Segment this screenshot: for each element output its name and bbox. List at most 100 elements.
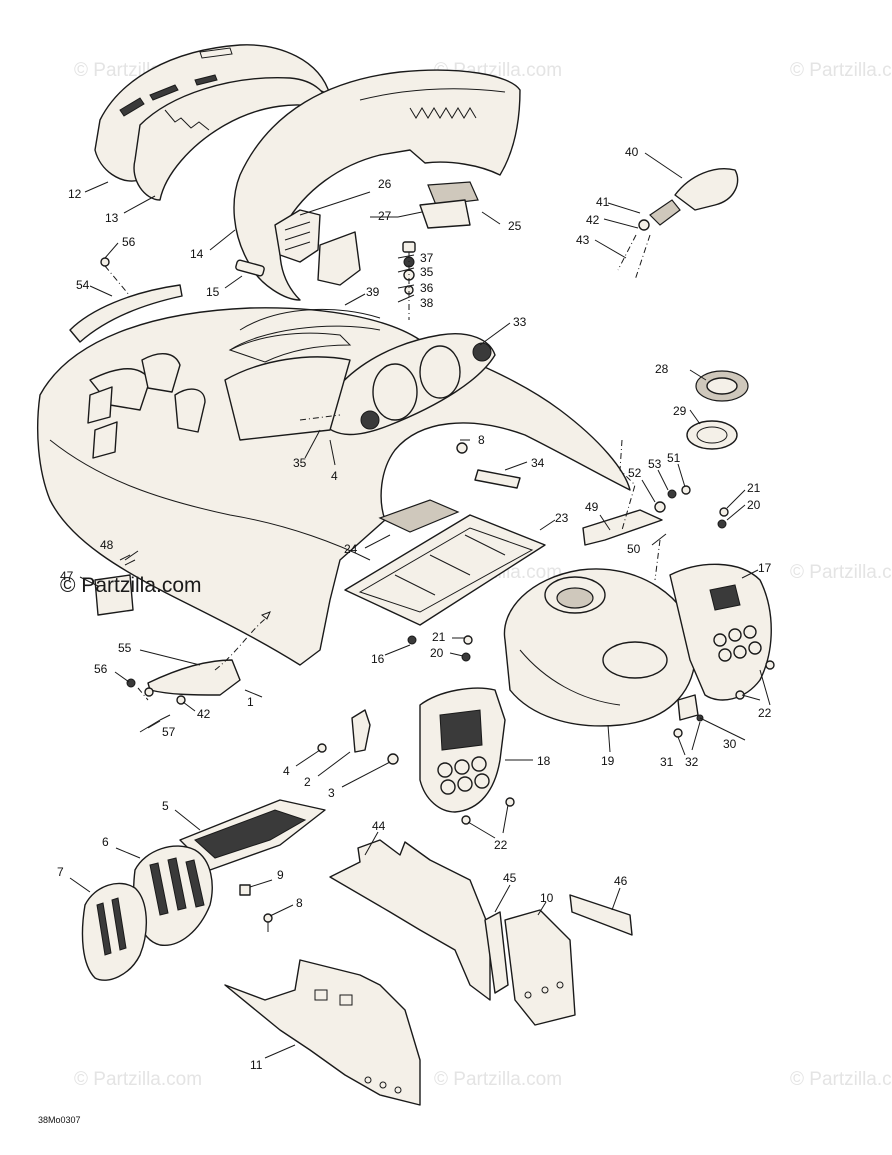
callout-48: 48 [100, 538, 114, 552]
part-25-mount [419, 181, 479, 229]
leader-lines [69, 152, 771, 1059]
callout-55: 55 [118, 641, 132, 655]
fasteners-8-9 [239, 884, 273, 932]
callout-53: 53 [648, 457, 662, 471]
assembly-lines [214, 414, 661, 671]
watermark: © Partzilla.com [790, 1069, 892, 1090]
callout-40: 40 [625, 145, 639, 159]
callout-10: 10 [540, 891, 554, 905]
callout-14: 14 [190, 247, 204, 261]
callout-47: 47 [60, 569, 74, 583]
callout-42-lower: 42 [197, 707, 211, 721]
callout-29: 29 [673, 404, 687, 418]
part-28-ring [695, 370, 749, 402]
part-10-pad [504, 909, 576, 1026]
callout-49: 49 [585, 500, 599, 514]
part-13-inner-cowl [133, 77, 329, 201]
part-2-bracket [317, 709, 399, 765]
callout-11: 11 [250, 1058, 263, 1072]
callout-41: 41 [596, 195, 610, 209]
callout-9: 9 [277, 868, 284, 882]
watermark: © Partzilla.com [74, 1069, 202, 1090]
callout-17: 17 [758, 561, 772, 575]
part-39-bezel [239, 308, 381, 331]
part-44-heat-shield [329, 839, 491, 1001]
callout-37: 37 [420, 251, 434, 265]
callout-19: 19 [601, 754, 615, 768]
callout-43: 43 [576, 233, 590, 247]
part-26-bracket [274, 209, 321, 263]
part-27-plate [317, 231, 361, 286]
callout-15: 15 [206, 285, 220, 299]
callout-22-left: 22 [494, 838, 508, 852]
callout-22-right: 22 [758, 706, 772, 720]
callout-20-right: 20 [747, 498, 761, 512]
callout-23: 23 [555, 511, 569, 525]
part-14-windshield [233, 69, 521, 301]
callout-56-lower: 56 [94, 662, 108, 676]
part-49-bracket [582, 485, 691, 546]
part-30-latch [673, 694, 704, 738]
callout-38: 38 [420, 296, 434, 310]
callout-24: 24 [344, 542, 358, 556]
part-34-strip [474, 469, 521, 489]
callout-16: 16 [371, 652, 385, 666]
callout-1: 1 [247, 695, 254, 709]
callout-7: 7 [57, 865, 64, 879]
callout-3: 3 [328, 786, 335, 800]
callout-20-mid: 20 [430, 646, 444, 660]
part-17-side-panel-right [669, 563, 775, 701]
part-40-mirror [617, 168, 739, 281]
callout-31: 31 [660, 755, 674, 769]
callout-25: 25 [508, 219, 522, 233]
callout-57: 57 [162, 725, 176, 739]
callout-labels: 12 13 14 15 26 27 25 40 41 42 43 56 54 3… [57, 145, 772, 1072]
callout-4-lower: 4 [283, 764, 290, 778]
part-11-heat-shield [224, 959, 421, 1106]
part-18-side-panel-left [419, 687, 515, 825]
part-29-gasket [686, 420, 738, 450]
callout-33: 33 [513, 315, 527, 329]
callout-13: 13 [105, 211, 119, 225]
callout-46: 46 [614, 874, 628, 888]
callout-28: 28 [655, 362, 669, 376]
callout-26: 26 [378, 177, 392, 191]
part-6-grill [133, 845, 213, 946]
callout-44: 44 [372, 819, 386, 833]
callout-35: 35 [420, 265, 434, 279]
callout-30: 30 [723, 737, 737, 751]
callout-45: 45 [503, 871, 517, 885]
callout-35-lower: 35 [293, 456, 307, 470]
callout-54: 54 [76, 278, 90, 292]
part-7-grill [81, 882, 148, 981]
callout-6: 6 [102, 835, 109, 849]
callout-21-right: 21 [747, 481, 761, 495]
callout-56: 56 [122, 235, 136, 249]
callout-32: 32 [685, 755, 699, 769]
callout-8-lower: 8 [296, 896, 303, 910]
part-15-clip [235, 259, 265, 277]
part-46-bracket [569, 894, 633, 936]
part-55-shield [126, 659, 241, 733]
callout-34: 34 [531, 456, 545, 470]
part-1-hood [37, 307, 631, 666]
callout-27: 27 [378, 209, 392, 223]
callout-36: 36 [420, 281, 434, 295]
watermark-overlay: © Partzilla.com [60, 574, 202, 597]
callout-51: 51 [667, 451, 681, 465]
part-19-console [503, 568, 697, 727]
hardware-stack-35-38 [402, 241, 416, 320]
callout-42: 42 [586, 213, 600, 227]
part-24-pad [378, 499, 460, 533]
part-54-deflector [69, 257, 183, 343]
callout-39: 39 [366, 285, 380, 299]
callout-12: 12 [68, 187, 82, 201]
watermark: © Partzilla.com [434, 1069, 562, 1090]
callout-2: 2 [304, 775, 311, 789]
callout-4-upper: 4 [331, 469, 338, 483]
callout-8-upper: 8 [478, 433, 485, 447]
part-33-instrument-panel [224, 325, 496, 441]
callout-52: 52 [628, 466, 642, 480]
callout-18: 18 [537, 754, 551, 768]
